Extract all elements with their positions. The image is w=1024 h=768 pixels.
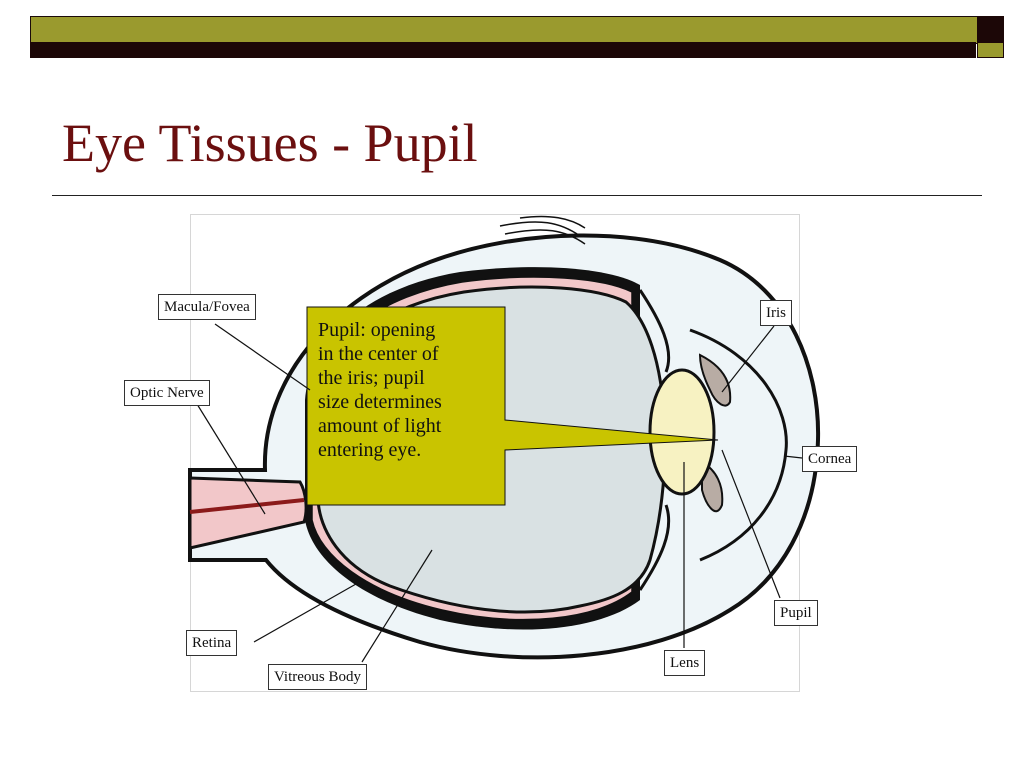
muscle-lines <box>499 215 586 245</box>
lens-shape <box>648 368 716 496</box>
iris-upper <box>698 353 732 407</box>
label-retina: Retina <box>186 630 238 656</box>
label-pupil: Pupil <box>774 600 818 626</box>
header-corner-olive <box>977 42 1004 58</box>
optic-nerve-vessel <box>189 498 305 514</box>
label-optic-nerve: Optic Nerve <box>124 380 210 406</box>
label-vitreous-body: Vitreous Body <box>268 664 368 690</box>
label-lens: Lens <box>664 650 706 676</box>
label-macula-fovea: Macula/Fovea <box>158 294 256 320</box>
callout-text: Pupil: opening in the center of the iris… <box>318 319 442 461</box>
label-cornea: Cornea <box>802 446 858 472</box>
ciliary-body <box>638 289 671 591</box>
callout-shape <box>306 306 719 506</box>
label-iris: Iris <box>760 300 792 326</box>
leader-lines <box>196 323 803 663</box>
cornea-curve <box>689 328 788 562</box>
slide-title: Eye Tissues - Pupil <box>62 113 478 173</box>
header-corner-dark <box>977 16 1004 42</box>
title-divider <box>52 195 982 196</box>
header-bar-dark <box>30 42 976 58</box>
optic-nerve-shape <box>188 476 308 550</box>
